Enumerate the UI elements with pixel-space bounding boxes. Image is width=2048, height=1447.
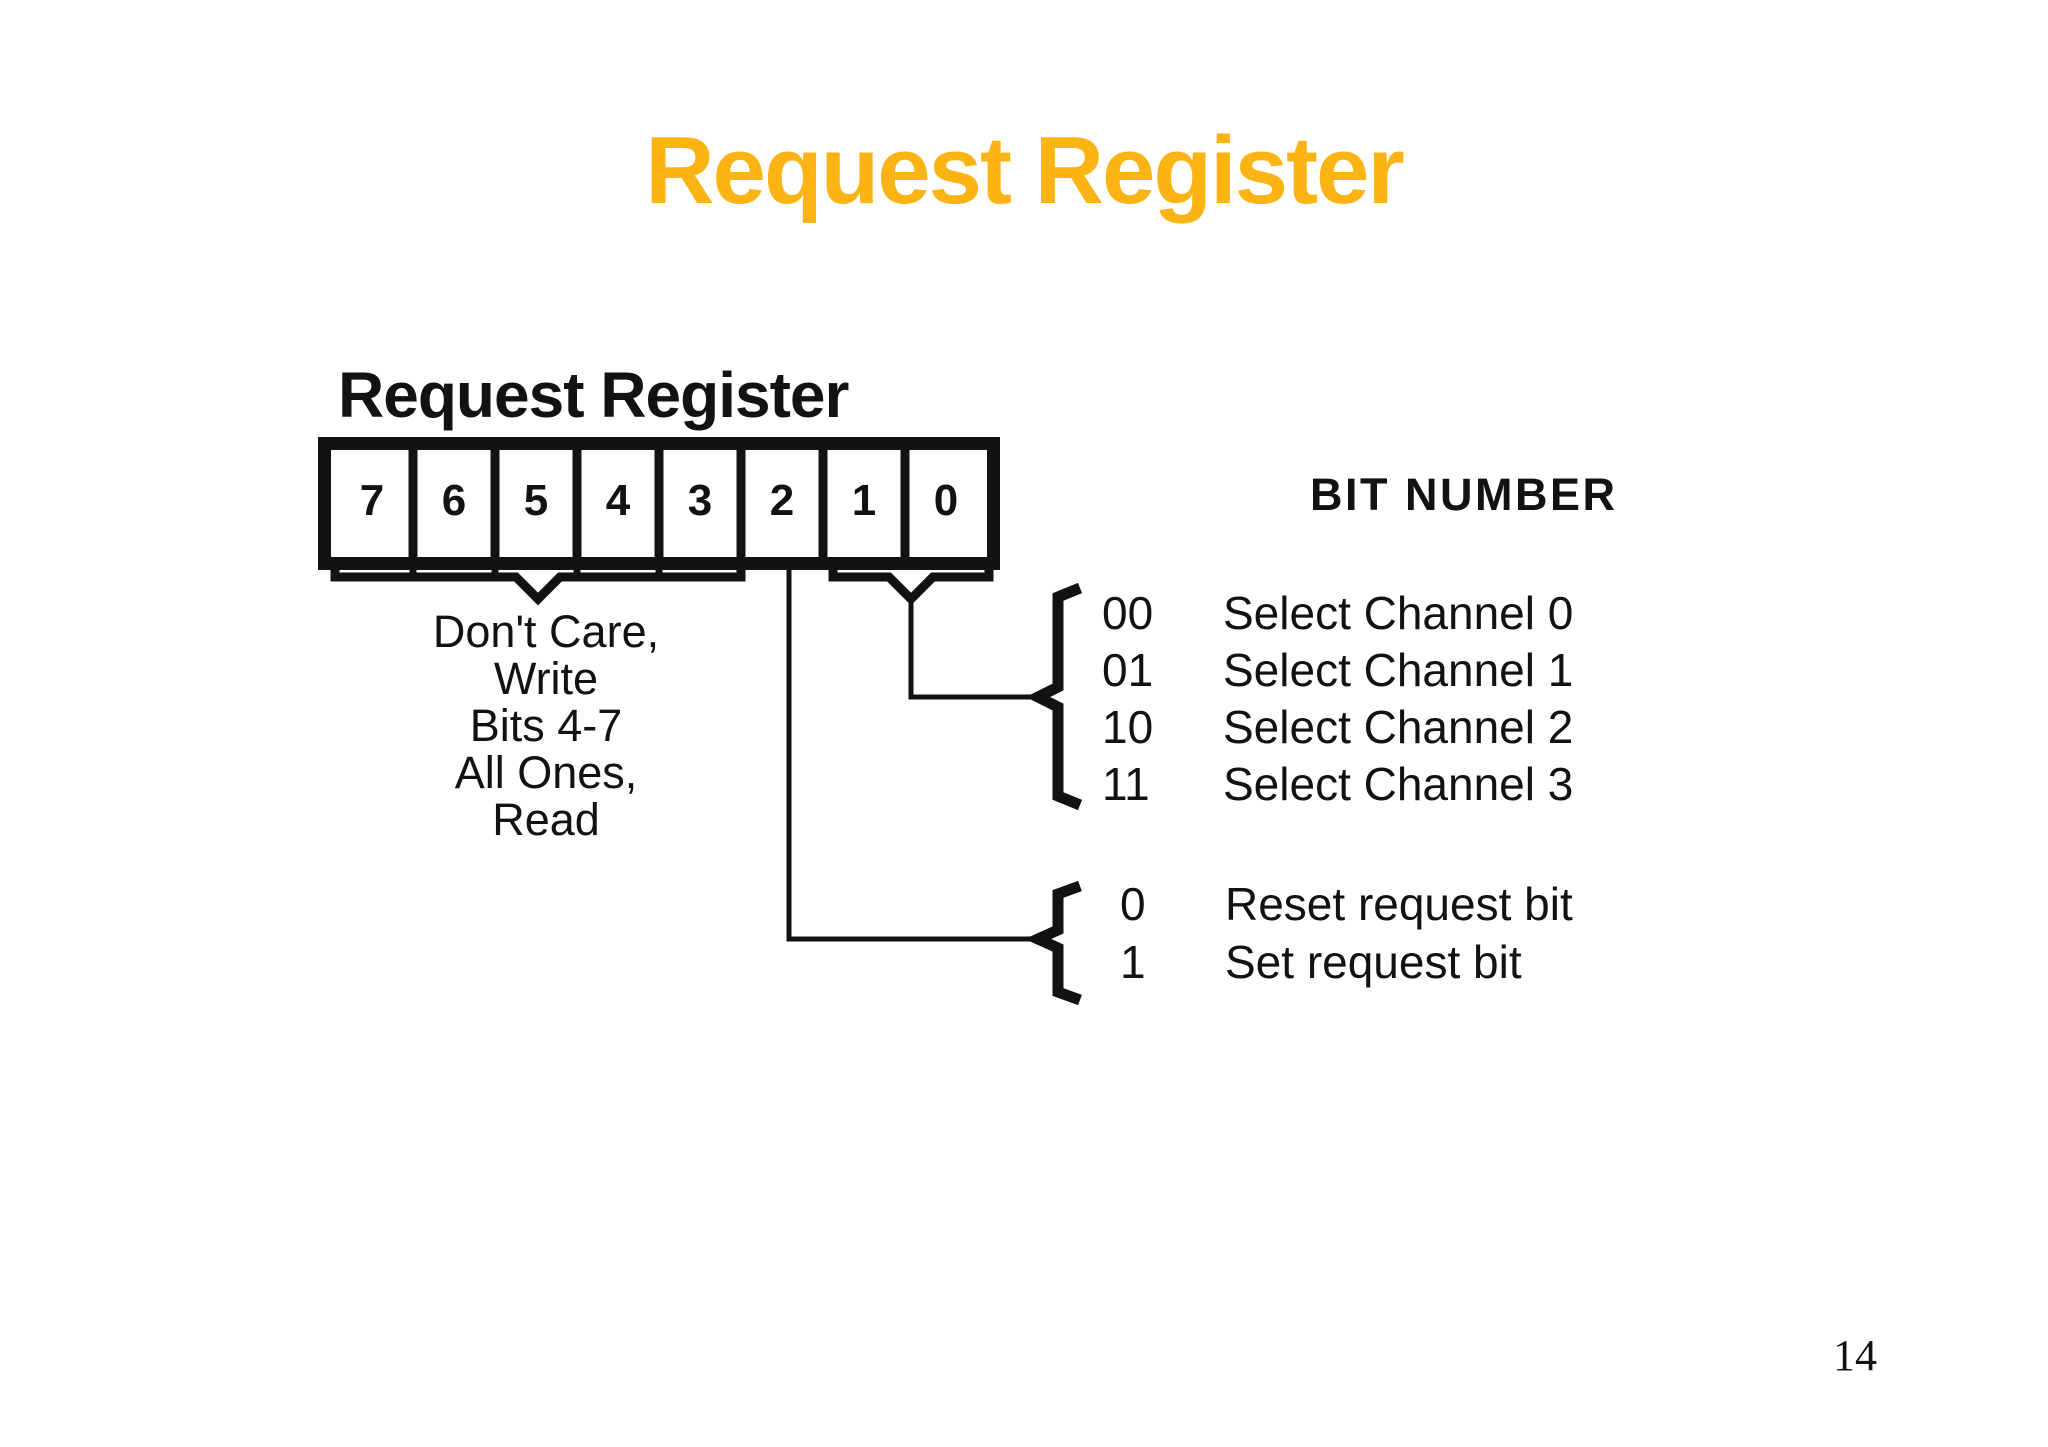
register-outline — [318, 437, 1000, 570]
bit-cell-1: 1 — [852, 476, 876, 525]
channel-row-code: 01 — [1102, 644, 1153, 696]
cell-separators — [408, 450, 910, 563]
channel-row-label: Select Channel 3 — [1223, 758, 1573, 810]
request-row-code: 0 — [1120, 878, 1146, 930]
bit-number-heading: BIT NUMBER — [1310, 469, 1617, 520]
request-row-code: 1 — [1120, 936, 1146, 988]
bracket-bits-1-0 — [828, 566, 994, 606]
bit-cell-7: 7 — [360, 476, 384, 525]
bit-cell-6: 6 — [442, 476, 466, 525]
page-title: Request Register — [645, 117, 1405, 224]
high-bits-note: Don't Care, Write Bits 4-7 All Ones, Rea… — [433, 606, 659, 845]
note-line-1: Don't Care, — [433, 606, 659, 657]
request-bit-brace — [1024, 880, 1082, 1006]
note-line-5: Read — [492, 794, 600, 845]
request-row-label: Reset request bit — [1225, 878, 1573, 930]
request-row-label: Set request bit — [1225, 936, 1522, 988]
register-label: Request Register — [338, 359, 848, 431]
channel-row-code: 00 — [1102, 587, 1153, 639]
connector-bit2-line — [786, 570, 1036, 942]
page-number: 14 — [1833, 1331, 1877, 1380]
bit-cells: 7 6 5 4 3 2 1 0 — [360, 476, 958, 525]
channel-row-label: Select Channel 0 — [1223, 587, 1573, 639]
bit-cell-4: 4 — [606, 476, 631, 525]
note-line-3: Bits 4-7 — [470, 700, 623, 751]
channel-row-code: 10 — [1102, 701, 1153, 753]
request-bit-list: 0 Reset request bit 1 Set request bit — [1120, 878, 1573, 988]
bit-cell-0: 0 — [934, 476, 958, 525]
channel-row-label: Select Channel 1 — [1223, 644, 1573, 696]
register-box: 7 6 5 4 3 2 1 0 — [318, 437, 1000, 570]
bit-cell-2: 2 — [770, 476, 794, 525]
bracket-bits-7-3 — [330, 566, 746, 606]
channel-row-code: 11 — [1102, 758, 1150, 810]
channel-row-label: Select Channel 2 — [1223, 701, 1573, 753]
channel-select-list: 00 Select Channel 0 01 Select Channel 1 … — [1102, 587, 1573, 810]
note-line-4: All Ones, — [455, 747, 638, 798]
bit-cell-3: 3 — [688, 476, 712, 525]
note-line-2: Write — [494, 653, 598, 704]
connector-bits10-line — [908, 599, 1036, 700]
channel-select-brace — [1025, 582, 1083, 811]
bit-cell-5: 5 — [524, 476, 548, 525]
